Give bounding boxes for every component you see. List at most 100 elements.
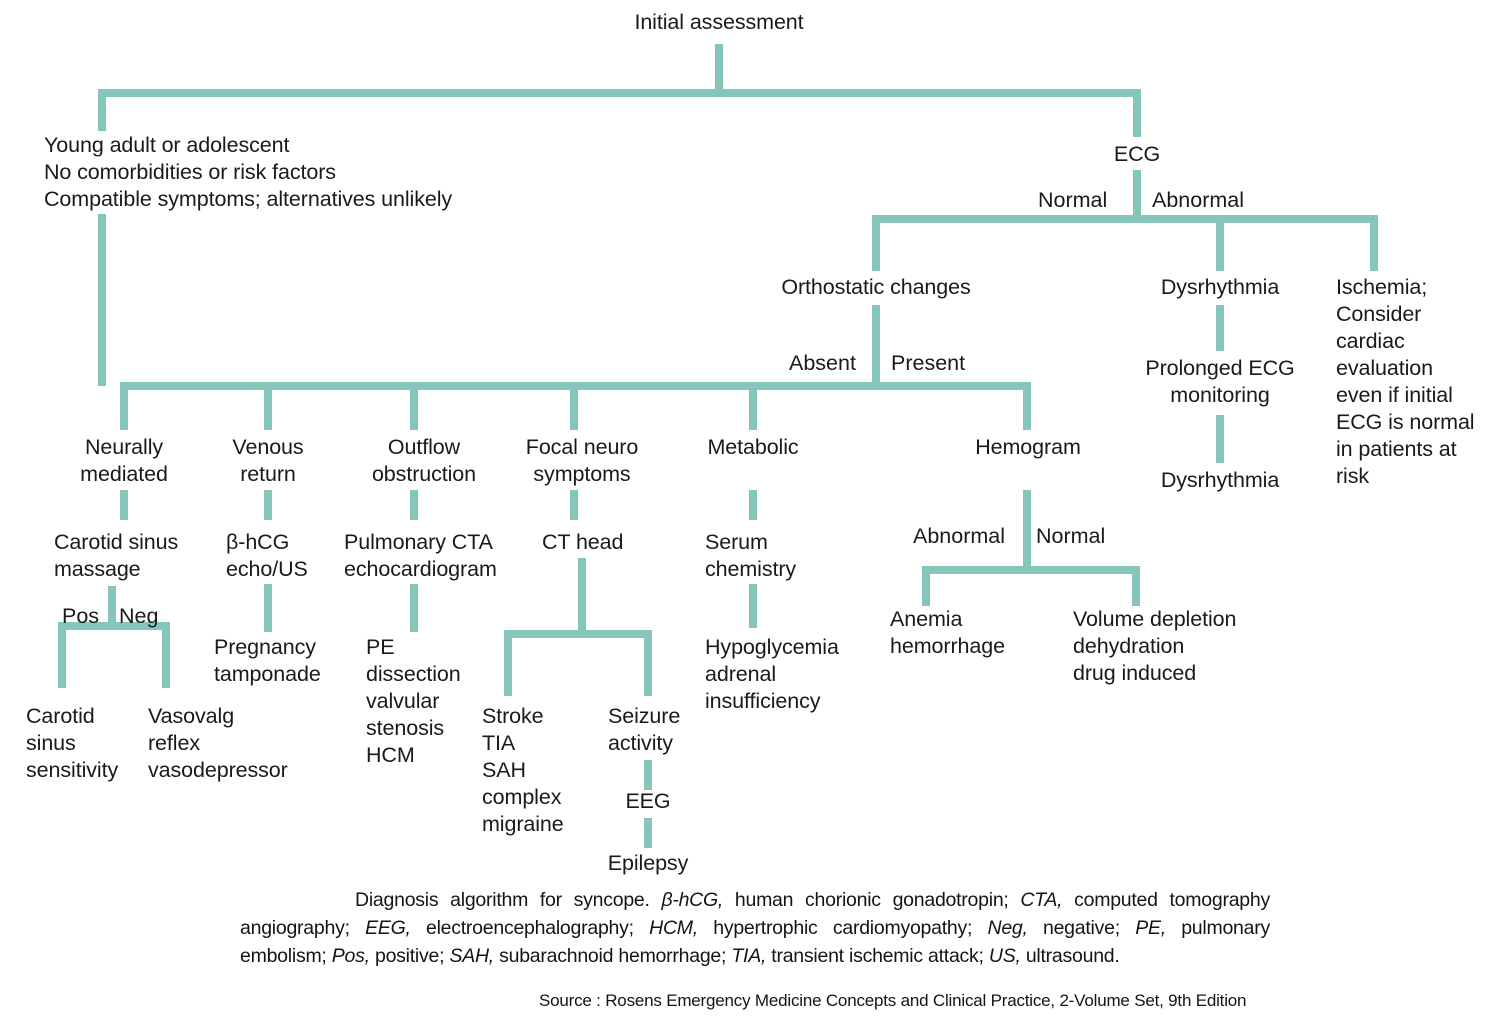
caption-abbr-sah: SAH, — [449, 945, 494, 967]
caption-text-hcm: hypertrophic cardiomyopathy; — [697, 917, 988, 939]
caption-abbr-cta: CTA, — [1020, 889, 1063, 911]
connector-hemogram-stem — [1023, 490, 1031, 570]
caption-abbr-hcm: HCM, — [649, 917, 698, 939]
node-anemia-hemorrhage: Anemia hemorrhage — [890, 607, 1005, 658]
connector-metabolic-drop — [749, 382, 757, 430]
node-hemogram: Hemogram — [975, 435, 1081, 459]
caption-abbr-pos: Pos, — [331, 945, 370, 967]
caption-text-pos: positive; — [369, 945, 450, 967]
node-bhcg-echo-us: β-hCG echo/US — [226, 530, 308, 581]
node-epilepsy: Epilepsy — [607, 851, 689, 875]
connector-metabolic-to-serum — [749, 490, 757, 520]
figure-caption: Diagnosis algorithm for syncope. β-hCG, … — [240, 886, 1270, 970]
caption-text-us: ultrasound. — [1020, 945, 1120, 967]
node-ecg: ECG — [1113, 142, 1161, 166]
connector-top-horizontal — [98, 89, 1141, 97]
caption-abbr-bhcg: β-hCG, — [661, 889, 724, 911]
node-pe-dissection-block: PE dissection valvular stenosis HCM — [366, 635, 461, 767]
connector-volume-drop — [1132, 566, 1140, 606]
node-pregnancy-tamponade: Pregnancy tamponade — [214, 635, 321, 686]
connector-venous-to-bhcg — [264, 490, 272, 520]
caption-abbr-eeg: EEG, — [365, 917, 411, 939]
connector-ecg-drop — [1133, 89, 1141, 137]
source-citation: Source : Rosens Emergency Medicine Conce… — [539, 991, 1247, 1010]
node-pulmonary-cta-echocardiogram: Pulmonary CTA echocardiogram — [344, 530, 497, 581]
node-initial-assessment: Initial assessment — [634, 10, 804, 34]
edge-label-hemogram-abnormal: Abnormal — [913, 524, 1006, 548]
connector-orthostatic-stem — [872, 305, 880, 387]
connector-monitoring-to-outcome — [1216, 415, 1224, 463]
connector-ischemia-drop — [1370, 215, 1378, 271]
connector-stroke-drop — [504, 630, 512, 696]
node-focal-neuro-symptoms: Focal neuro symptoms — [525, 435, 639, 486]
caption-abbr-neg: Neg, — [987, 917, 1028, 939]
node-orthostatic-changes: Orthostatic changes — [781, 275, 971, 299]
connector-csm-stem — [108, 586, 116, 622]
node-dysrhythmia-outcome: Dysrhythmia — [1160, 468, 1280, 492]
connector-outflow-drop — [410, 382, 418, 430]
connector-anemia-drop — [922, 566, 930, 606]
node-volume-depletion-block: Volume depletion dehydration drug induce… — [1073, 607, 1237, 685]
caption-text-pe: pulmonary embolism; — [240, 917, 1270, 967]
node-ct-head: CT head — [542, 530, 624, 554]
caption-lead: Diagnosis algorithm for syncope. — [355, 889, 662, 911]
connector-dysrhythmia-to-monitoring — [1216, 305, 1224, 351]
connector-root-stem — [715, 44, 723, 96]
edge-label-hemogram-normal: Normal — [1036, 524, 1106, 548]
edge-label-csm-pos: Pos — [62, 604, 100, 628]
connector-csm-neg-drop — [162, 622, 170, 688]
node-metabolic: Metabolic — [707, 435, 799, 459]
caption-abbr-us: US, — [988, 945, 1021, 967]
caption-text-tia: transient ischemic attack; — [766, 945, 989, 967]
connector-lowrisk-stem — [98, 214, 106, 386]
connector-serum-to-hypoglycemia — [749, 584, 757, 628]
connector-csm-split — [58, 622, 170, 630]
node-prolonged-ecg-monitoring: Prolonged ECG monitoring — [1145, 356, 1295, 407]
connector-hemogram-drop — [1023, 382, 1031, 430]
connector-ecg-stem — [1133, 170, 1141, 222]
node-venous-return: Venous return — [232, 435, 304, 486]
connector-eeg-to-epilepsy — [644, 818, 652, 848]
connector-neurally-drop — [120, 382, 128, 430]
connector-seizure-to-eeg — [644, 760, 652, 790]
caption-text-bhcg: human chorionic gonadotropin; — [723, 889, 1021, 911]
connector-cta-to-pe — [410, 584, 418, 632]
edge-label-ecg-abnormal: Abnormal — [1152, 188, 1245, 212]
node-neurally-mediated: Neurally mediated — [80, 435, 168, 486]
connector-dysrhythmia-drop — [1216, 215, 1224, 271]
connector-cthead-stem — [578, 558, 586, 634]
caption-text-sah: subarachnoid hemorrhage; — [493, 945, 732, 967]
connector-seizure-drop — [644, 630, 652, 696]
connector-cthead-split — [504, 630, 652, 638]
edge-label-csm-neg: Neg — [119, 604, 159, 628]
connector-neurally-to-csm — [120, 490, 128, 520]
connector-bhcg-to-pregnancy — [264, 584, 272, 632]
edge-label-ecg-normal: Normal — [1038, 188, 1108, 212]
node-outflow-obstruction: Outflow obstruction — [371, 435, 477, 486]
node-low-risk-profile: Young adult or adolescent No comorbiditi… — [44, 133, 453, 211]
connector-orthostatic-drop — [872, 215, 880, 271]
connector-outflow-to-cta — [410, 490, 418, 520]
node-carotid-sinus-massage: Carotid sinus massage — [54, 530, 179, 581]
connector-focalneuro-to-cthead — [570, 490, 578, 520]
node-seizure-activity: Seizure activity — [608, 704, 681, 755]
connector-venous-drop — [264, 382, 272, 430]
node-serum-chemistry: Serum chemistry — [705, 530, 797, 581]
node-eeg: EEG — [625, 789, 671, 813]
edge-label-orthostatic-present: Present — [891, 351, 966, 375]
caption-text-neg: negative; — [1027, 917, 1136, 939]
connector-lowrisk-drop — [98, 89, 106, 131]
connector-focalneuro-drop — [570, 382, 578, 430]
node-hypoglycemia-block: Hypoglycemia adrenal insufficiency — [705, 635, 839, 713]
connector-csm-pos-drop — [58, 622, 66, 688]
node-stroke-block: Stroke TIA SAH complex migraine — [482, 704, 564, 836]
node-vasovagal-reflex: Vasovalg reflex vasodepressor — [148, 704, 288, 782]
node-carotid-sinus-sensitivity: Carotid sinus sensitivity — [26, 704, 119, 782]
connector-hemogram-split — [922, 566, 1140, 574]
connector-ecg-split — [872, 215, 1378, 223]
caption-text-cta: computed tomography angiography; — [240, 889, 1270, 939]
caption-abbr-pe: PE, — [1135, 917, 1166, 939]
node-dysrhythmia: Dysrhythmia — [1160, 275, 1280, 299]
caption-abbr-tia: TIA, — [731, 945, 767, 967]
